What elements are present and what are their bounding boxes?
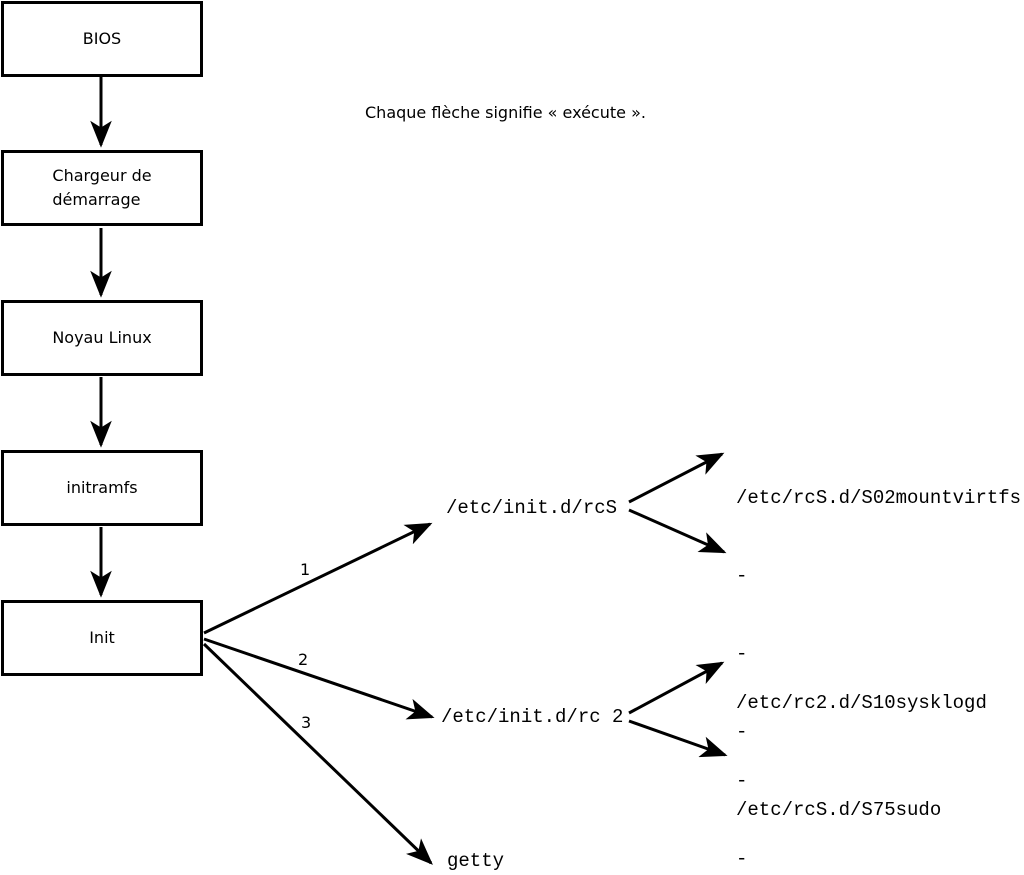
flow-box-kernel-label: Noyau Linux <box>52 328 152 347</box>
arrow-rcS-to-s02mountvirtfs <box>628 452 725 504</box>
arrow-init-to-rcS <box>203 522 433 635</box>
flow-box-init-label: Init <box>89 628 115 647</box>
arrow-rcS-to-s75sudo <box>628 508 727 554</box>
flow-box-bios-label: BIOS <box>82 29 122 48</box>
rc2-script-list: /etc/rc2.d/S10sysklogd - - - /etc/rc2.d/… <box>736 638 987 875</box>
path-init-d-rcS: /etc/init.d/rcS <box>446 497 618 519</box>
ellipsis-dash: - <box>736 721 748 743</box>
path-rc2-s10sysklogd: /etc/rc2.d/S10sysklogd <box>736 692 987 714</box>
flow-box-bios: BIOS <box>1 1 203 77</box>
branch-number-2: 2 <box>298 650 309 669</box>
branch-number-3: 3 <box>301 713 312 732</box>
flow-box-initramfs-label: initramfs <box>66 478 138 497</box>
arrow-rc2-to-s99gdm <box>628 719 728 758</box>
flow-box-initramfs: initramfs <box>1 450 203 526</box>
arrow-meaning-note: Chaque flèche signifie « exécute ». <box>365 103 646 122</box>
ellipsis-dash: - <box>736 565 748 587</box>
rcS-script-list: /etc/rcS.d/S02mountvirtfs - - - /etc/rcS… <box>736 433 1021 875</box>
path-init-d-rc2: /etc/init.d/rc 2 <box>441 706 624 728</box>
ellipsis-dash: - <box>736 770 748 792</box>
arrow-rc2-to-s10sysklogd <box>628 661 725 715</box>
arrow-init-to-getty <box>202 642 433 865</box>
flow-box-init: Init <box>1 600 203 676</box>
path-rcS-s75sudo: /etc/rcS.d/S75sudo <box>736 799 942 821</box>
arrow-init-to-rc2 <box>203 637 435 720</box>
ellipsis-dash: - <box>736 848 748 870</box>
flow-box-bootloader: Chargeur de démarrage <box>1 150 203 226</box>
ellipsis-dash: - <box>736 643 748 665</box>
flow-box-bootloader-label: Chargeur de démarrage <box>52 166 152 209</box>
path-rcS-s02mountvirtfs: /etc/rcS.d/S02mountvirtfs <box>736 487 1022 509</box>
branch-number-1: 1 <box>300 560 311 579</box>
path-getty: getty <box>447 850 505 872</box>
flow-box-kernel: Noyau Linux <box>1 300 203 376</box>
